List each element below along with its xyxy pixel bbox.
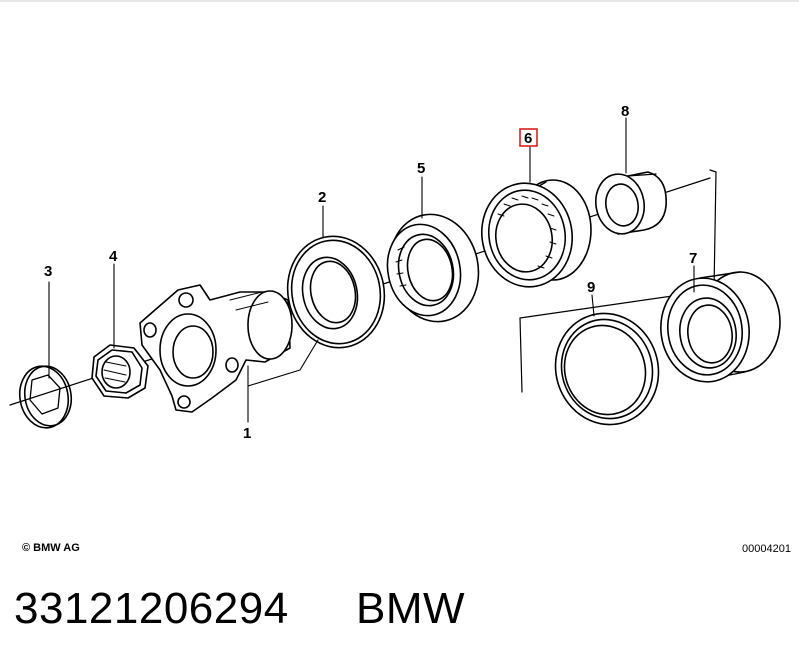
- part-9-ring: [554, 312, 660, 426]
- part-3-lock-washer: [18, 365, 73, 429]
- top-divider: [0, 0, 799, 2]
- diagram-code: 00004201: [742, 543, 791, 555]
- part-6-bearing: [480, 179, 592, 288]
- part-number: 33121206294: [14, 584, 289, 633]
- part-2-deflector-disc: [286, 235, 386, 349]
- callout-5: 5: [417, 160, 425, 177]
- part-4-nut: [91, 344, 149, 399]
- callout-7: 7: [689, 250, 697, 267]
- part-7-bearing-assembly: [660, 271, 781, 383]
- callout-3: 3: [44, 263, 52, 280]
- exploded-parts-diagram: 3 4 1 2 5 6 8 7 9: [9, 103, 781, 442]
- callout-2: 2: [318, 189, 326, 206]
- leader-lines: [48, 117, 695, 423]
- callout-1: 1: [243, 425, 251, 442]
- part-5-shaft-seal: [386, 213, 480, 323]
- part-1-flange: [139, 284, 293, 413]
- copyright-text: © BMW AG: [22, 542, 80, 554]
- part-8-sleeve: [594, 171, 667, 235]
- callout-4: 4: [109, 248, 118, 265]
- callout-8: 8: [621, 103, 629, 120]
- callout-6-highlight: [519, 128, 538, 147]
- brand-name: BMW: [356, 584, 466, 633]
- callout-9: 9: [587, 279, 595, 296]
- callout-6: 6: [524, 130, 532, 147]
